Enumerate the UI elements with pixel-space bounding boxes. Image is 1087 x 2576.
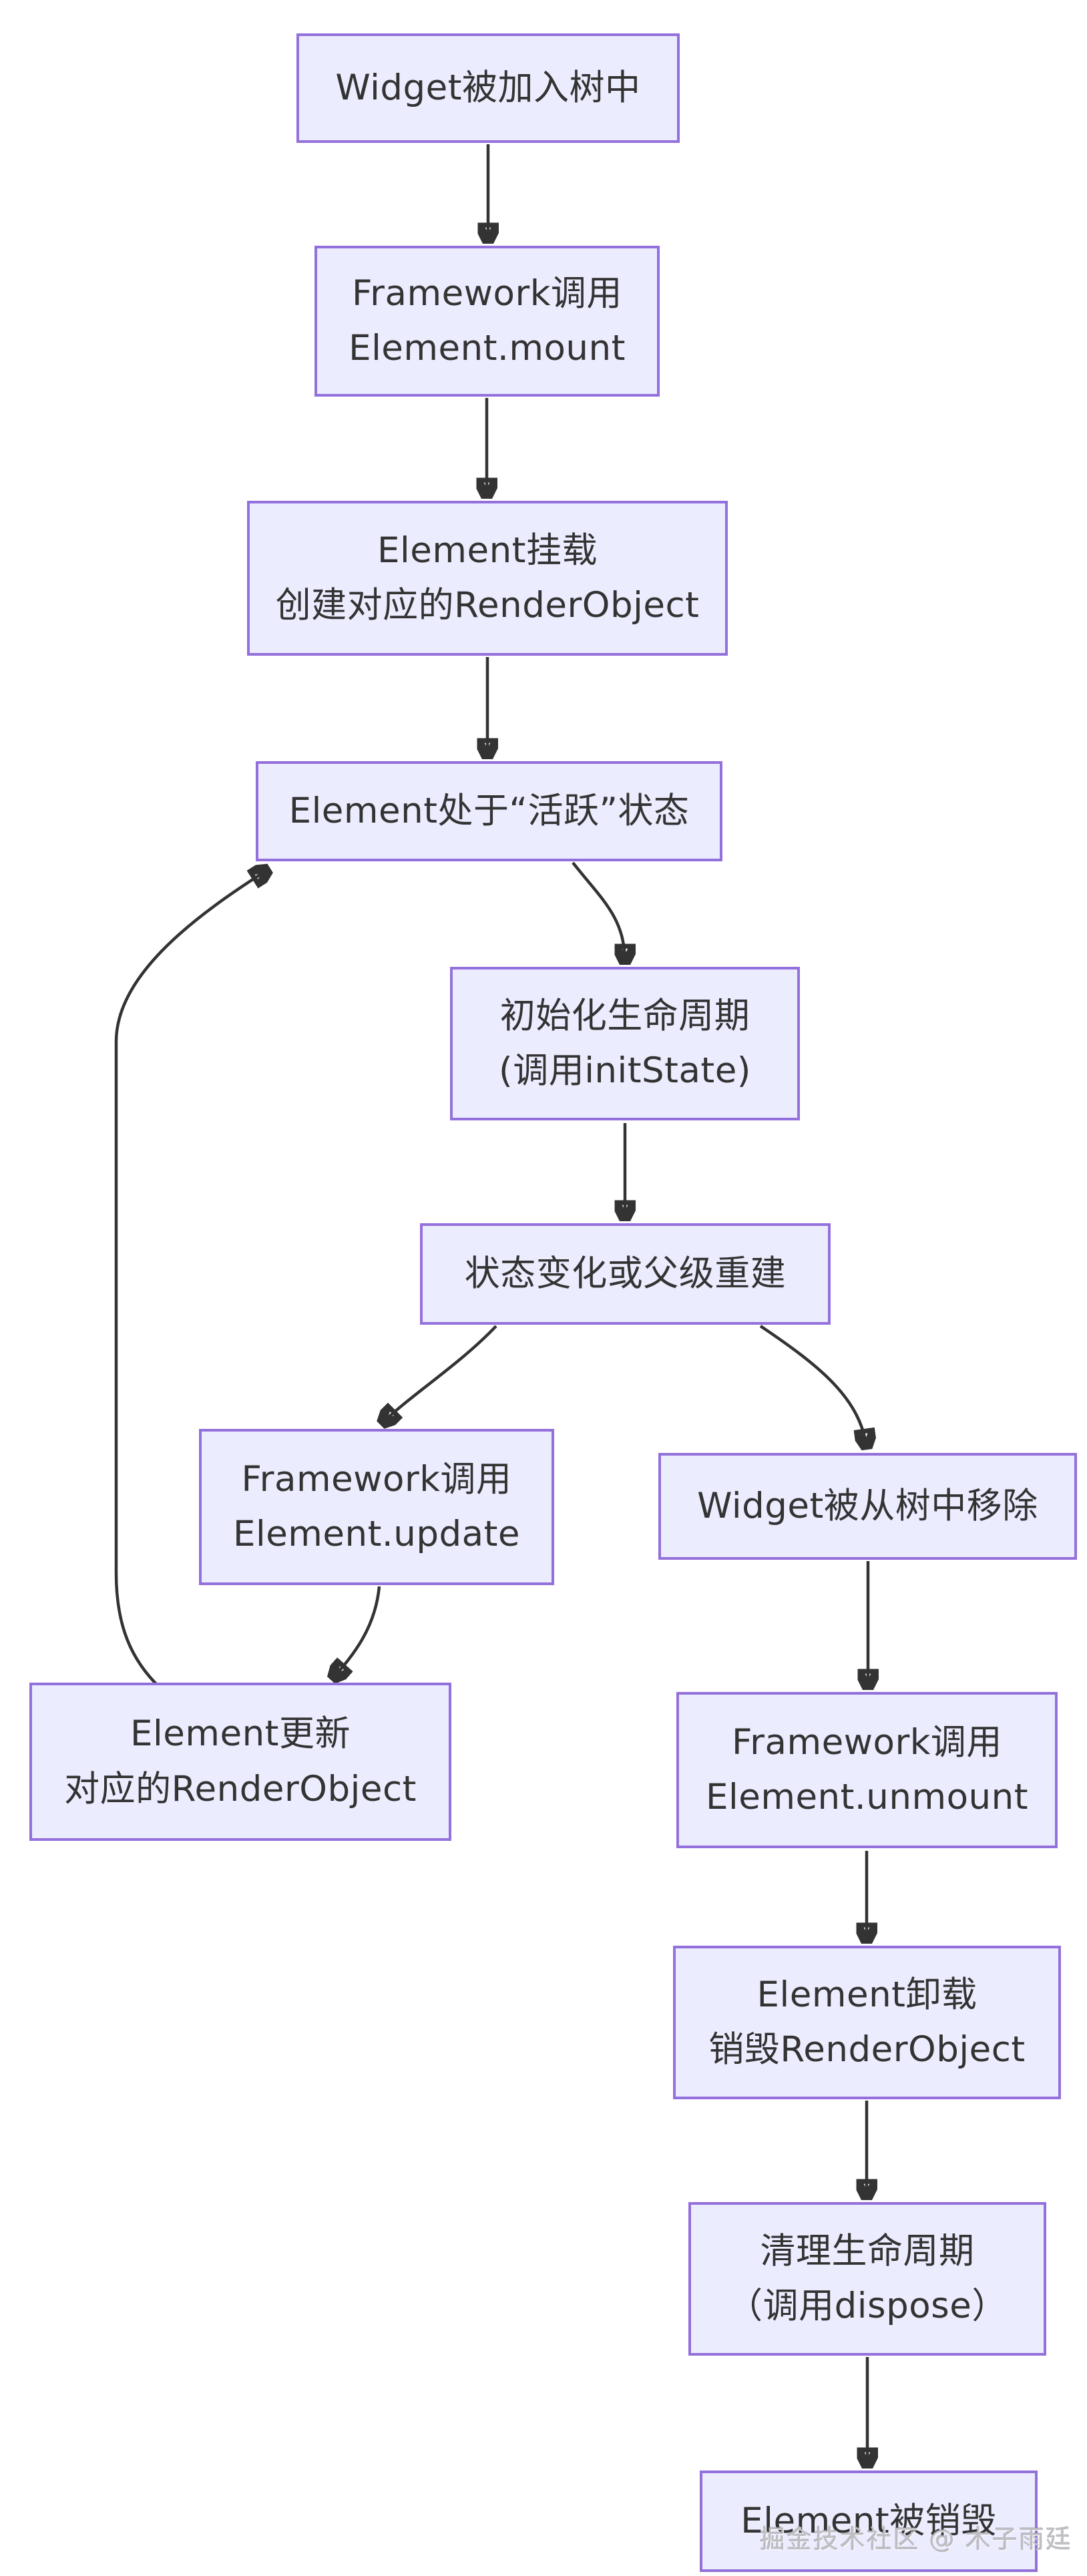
edge-framework-update-to-element-update <box>333 1586 381 1679</box>
node-framework-mount: Framework调用 Element.mount <box>314 246 660 397</box>
node-element-mounted: Element挂载 创建对应的RenderObject <box>247 501 728 656</box>
node-element-active: Element处于“活跃”状态 <box>256 761 722 861</box>
node-state-change: 状态变化或父级重建 <box>420 1223 831 1325</box>
node-element-destroyed: Element被销毁 <box>700 2471 1038 2572</box>
node-widget-removed: Widget被从树中移除 <box>658 1453 1077 1560</box>
edge-element-update-to-element-active-loop <box>114 869 268 1689</box>
edge-state-change-to-widget-removed <box>759 1325 867 1448</box>
node-framework-update: Framework调用 Element.update <box>199 1429 554 1585</box>
node-element-update-renderobject: Element更新 对应的RenderObject <box>29 1683 451 1841</box>
edge-element-active-to-init-lifecycle <box>572 861 625 963</box>
edge-state-change-to-framework-update <box>382 1325 497 1424</box>
watermark: 掘金技术社区 @ 木子雨廷 <box>759 2525 1072 2554</box>
node-widget-added: Widget被加入树中 <box>296 33 680 143</box>
node-element-unmounted: Element卸载 销毁RenderObject <box>673 1946 1061 2099</box>
node-init-lifecycle: 初始化生命周期 (调用initState) <box>450 967 800 1120</box>
node-cleanup-lifecycle: 清理生命周期 （调用dispose） <box>688 2202 1046 2356</box>
node-framework-unmount: Framework调用 Element.unmount <box>676 1692 1058 1848</box>
